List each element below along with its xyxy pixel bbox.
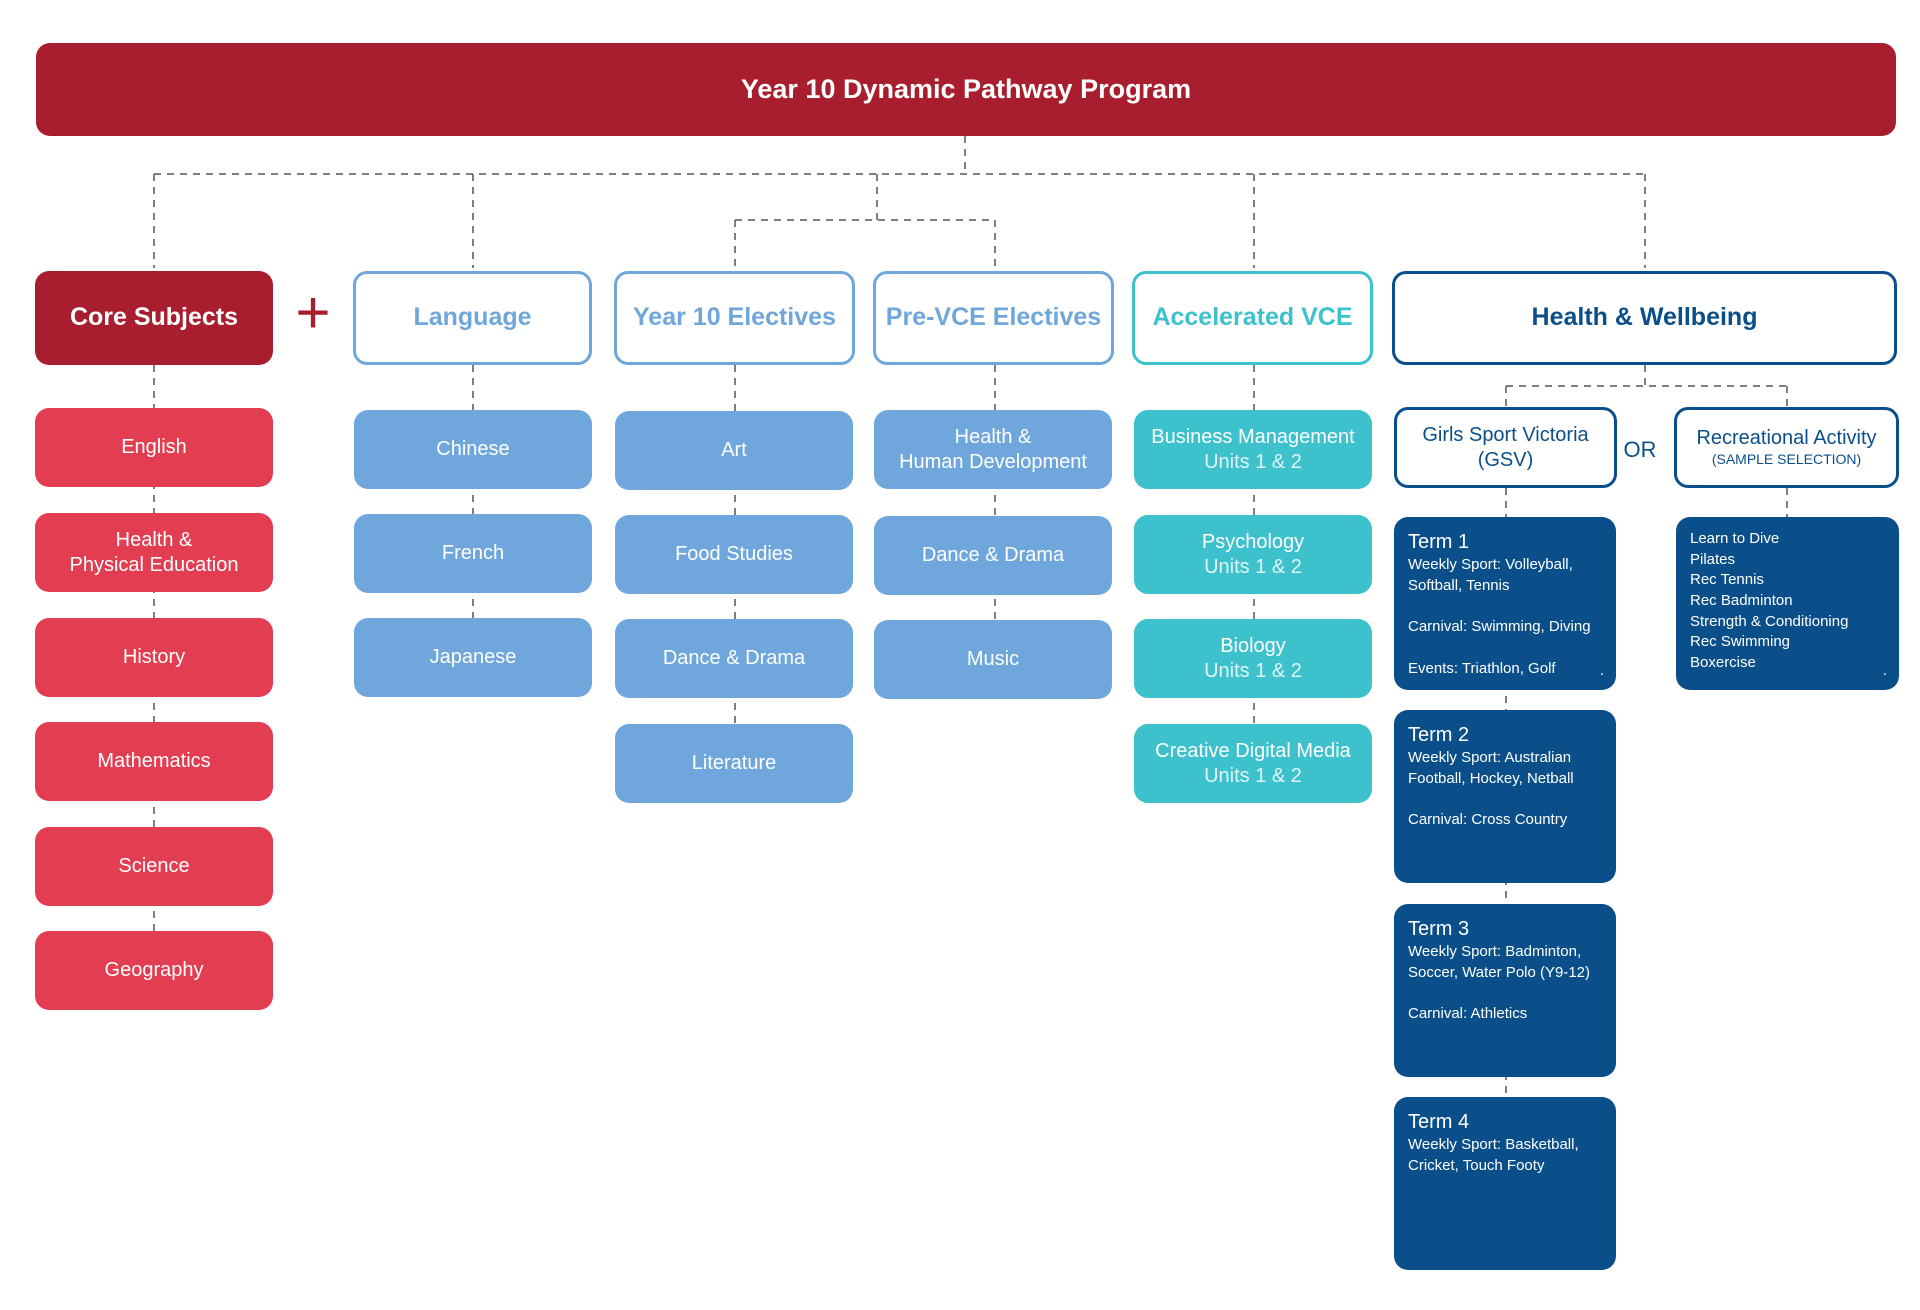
recreational-activity-box: Recreational Activity (SAMPLE SELECTION) [1674,407,1899,488]
core-subjects-label: Core Subjects [69,303,239,332]
year10-electives-label: Year 10 Electives [633,303,836,332]
term-card-1: Term 1 Weekly Sport: Volleyball, Softbal… [1394,517,1616,690]
gsv-label: Girls Sport Victoria [1422,423,1589,446]
elective-item-literature: Literature [615,724,853,803]
language-item-label: Japanese [429,646,517,668]
activity-item: Rec Tennis [1690,571,1764,589]
language-header: Language [353,271,592,365]
core-item-label: Geography [104,959,204,981]
term-title: Term 2 [1408,724,1470,746]
vce-item-name: Business Management [1151,425,1355,448]
activity-item: Rec Swimming [1690,633,1791,651]
term-card-4: Term 4 Weekly Sport: Basketball, Cricket… [1394,1097,1616,1270]
term-weekly-sport: Weekly Sport: Australian [1408,749,1572,766]
activity-dot: . [1882,662,1887,680]
pre-vce-electives-label: Pre-VCE Electives [885,303,1102,332]
elective-item-label: Dance & Drama [662,647,806,669]
gsv-box: Girls Sport Victoria (GSV) [1394,407,1617,488]
recreational-activities-card: Learn to Dive Pilates Rec Tennis Rec Bad… [1676,517,1899,690]
vce-item-business-management: Business Management Units 1 & 2 [1134,410,1372,489]
term-weekly-sport: Weekly Sport: Volleyball, [1408,556,1573,573]
pre-vce-item-label: Music [966,648,1020,670]
core-item-health-pe: Health & Physical Education [35,513,273,592]
vce-item-biology: Biology Units 1 & 2 [1134,619,1372,698]
elective-item-food-studies: Food Studies [615,515,853,594]
term-events: Events: Triathlon, Golf [1408,660,1556,678]
activity-item: Rec Badminton [1690,592,1793,610]
sample-selection-label: (SAMPLE SELECTION) [1711,451,1862,468]
term-card-3: Term 3 Weekly Sport: Badminton, Soccer, … [1394,904,1616,1077]
term-carnival: Carnival: Athletics [1408,1005,1528,1023]
pre-vce-item-label: Dance & Drama [921,544,1065,566]
year10-electives-header: Year 10 Electives [614,271,855,365]
term-weekly-sport-cont: Football, Hockey, Netball [1408,769,1574,787]
core-item-label-line2: Physical Education [69,553,239,576]
recreational-activity-label: Recreational Activity [1696,427,1877,450]
elective-item-label: Food Studies [675,543,793,565]
term-weekly-sport-cont: Soccer, Water Polo (Y9-12) [1408,963,1591,981]
vce-item-units: Units 1 & 2 [1204,555,1302,578]
program-title: Year 10 Dynamic Pathway Program [740,73,1192,104]
core-item-label: Mathematics [97,750,211,772]
core-item-history: History [35,618,273,697]
activity-item: Learn to Dive [1690,530,1780,547]
language-item-japanese: Japanese [354,618,592,697]
vce-item-name: Psychology [1201,530,1305,553]
pre-vce-item-music: Music [874,620,1112,699]
core-item-english: English [35,408,273,487]
vce-item-units: Units 1 & 2 [1204,450,1302,473]
vce-item-psychology: Psychology Units 1 & 2 [1134,515,1372,594]
core-item-geography: Geography [35,931,273,1010]
language-item-chinese: Chinese [354,410,592,489]
term-card-2: Term 2 Weekly Sport: Australian Football… [1394,710,1616,883]
pre-vce-item-hhd: Health & Human Development [874,410,1112,489]
language-item-label: Chinese [436,438,510,460]
term-carnival: Carnival: Cross Country [1408,811,1568,829]
vce-item-units: Units 1 & 2 [1204,659,1302,682]
pre-vce-item-label: Health & [954,425,1032,448]
vce-item-units: Units 1 & 2 [1204,764,1302,787]
program-title-banner: Year 10 Dynamic Pathway Program [36,43,1896,136]
pre-vce-electives-header: Pre-VCE Electives [873,271,1114,365]
vce-item-creative-digital-media: Creative Digital Media Units 1 & 2 [1134,724,1372,803]
term-weekly-sport: Weekly Sport: Badminton, [1408,943,1582,960]
term-title: Term 1 [1408,531,1470,553]
term-title: Term 3 [1408,918,1470,940]
term-weekly-sport-cont: Softball, Tennis [1408,576,1510,594]
core-item-label: English [121,436,187,458]
health-wellbeing-header: Health & Wellbeing [1392,271,1897,365]
core-subjects-header: Core Subjects [35,271,273,365]
core-item-label: History [122,646,186,668]
activity-item: Pilates [1690,550,1736,568]
accelerated-vce-label: Accelerated VCE [1152,303,1353,332]
core-item-label: Health & [115,528,193,551]
elective-item-dance-drama: Dance & Drama [615,619,853,698]
elective-item-label: Art [721,439,747,461]
plus-icon: + [295,279,331,346]
language-item-french: French [354,514,592,593]
activity-item: Boxercise [1690,654,1756,672]
term-weekly-sport: Weekly Sport: Basketball, [1408,1136,1579,1153]
pre-vce-item-label-line2: Human Development [899,450,1087,473]
vce-item-name: Biology [1220,634,1286,657]
term-title: Term 4 [1408,1111,1470,1133]
term-weekly-sport-cont: Cricket, Touch Footy [1408,1156,1545,1174]
language-label: Language [413,303,532,332]
pre-vce-item-dance-drama: Dance & Drama [874,516,1112,595]
or-label: OR [1623,437,1657,462]
elective-item-label: Literature [691,752,777,774]
elective-item-art: Art [615,411,853,490]
activity-item: Strength & Conditioning [1690,612,1849,630]
language-item-label: French [441,542,505,564]
term-carnival: Carnival: Swimming, Diving [1408,618,1591,636]
term-dot: . [1599,662,1604,680]
core-item-mathematics: Mathematics [35,722,273,801]
core-item-label: Science [118,855,190,877]
gsv-abbrev: (GSV) [1477,448,1534,471]
core-item-science: Science [35,827,273,906]
accelerated-vce-header: Accelerated VCE [1132,271,1373,365]
vce-item-name: Creative Digital Media [1155,739,1351,762]
health-wellbeing-label: Health & Wellbeing [1531,303,1758,332]
